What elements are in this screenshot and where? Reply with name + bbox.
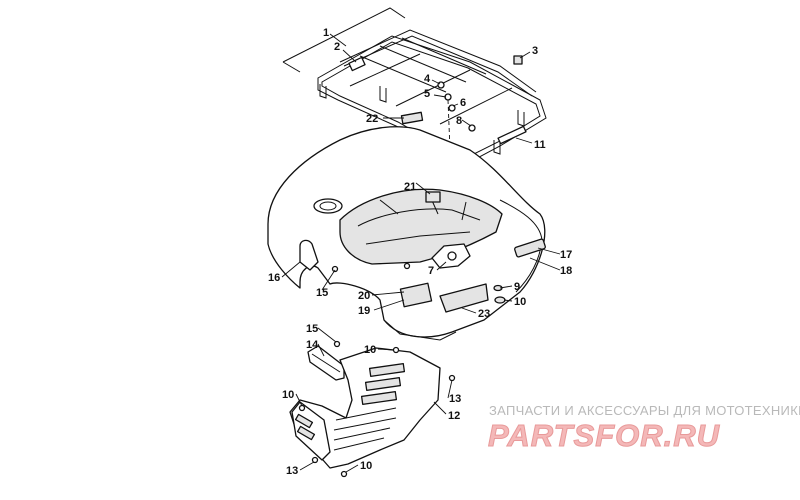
- callout-11: 11: [534, 139, 546, 151]
- callout-10c: 10: [282, 389, 294, 401]
- callout-8: 8: [456, 115, 462, 127]
- callout-20: 20: [358, 290, 370, 302]
- callout-22: 22: [366, 113, 378, 125]
- rear-rack: [282, 7, 547, 201]
- callout-19: 19: [358, 305, 370, 317]
- callout-21: 21: [404, 181, 416, 193]
- callout-10a: 10: [514, 296, 526, 308]
- watermark-logo: PARTSFOR.RU: [488, 418, 721, 454]
- callout-14: 14: [306, 339, 319, 351]
- callout-12: 12: [448, 410, 460, 422]
- leader-lines: [281, 33, 561, 473]
- callout-23: 23: [478, 308, 490, 320]
- callout-10d: 10: [360, 460, 372, 472]
- callout-6: 6: [460, 97, 466, 109]
- rear-fender: [267, 111, 546, 341]
- watermark-tagline: ЗАПЧАСТИ И АКСЕССУАРЫ ДЛЯ МОТОТЕХНИКИ: [489, 403, 800, 418]
- callout-13a: 13: [449, 393, 461, 405]
- callout-13b: 13: [286, 465, 298, 477]
- callout-9: 9: [514, 281, 520, 293]
- callout-18: 18: [560, 265, 572, 277]
- callout-5: 5: [424, 88, 430, 100]
- callout-17: 17: [560, 249, 572, 261]
- callout-1: 1: [323, 27, 329, 39]
- callout-4: 4: [424, 73, 431, 85]
- footwell-guard: [289, 340, 456, 478]
- callout-10b: 10: [364, 344, 376, 356]
- callout-15a: 15: [316, 287, 328, 299]
- callouts: 1 2 3 4 5 6 8 22 11 21 17 18 16 15 7 9 1…: [268, 27, 572, 477]
- callout-7: 7: [428, 265, 434, 277]
- callout-2: 2: [334, 41, 340, 53]
- callout-16: 16: [268, 272, 280, 284]
- callout-3: 3: [532, 45, 538, 57]
- callout-15b: 15: [306, 323, 318, 335]
